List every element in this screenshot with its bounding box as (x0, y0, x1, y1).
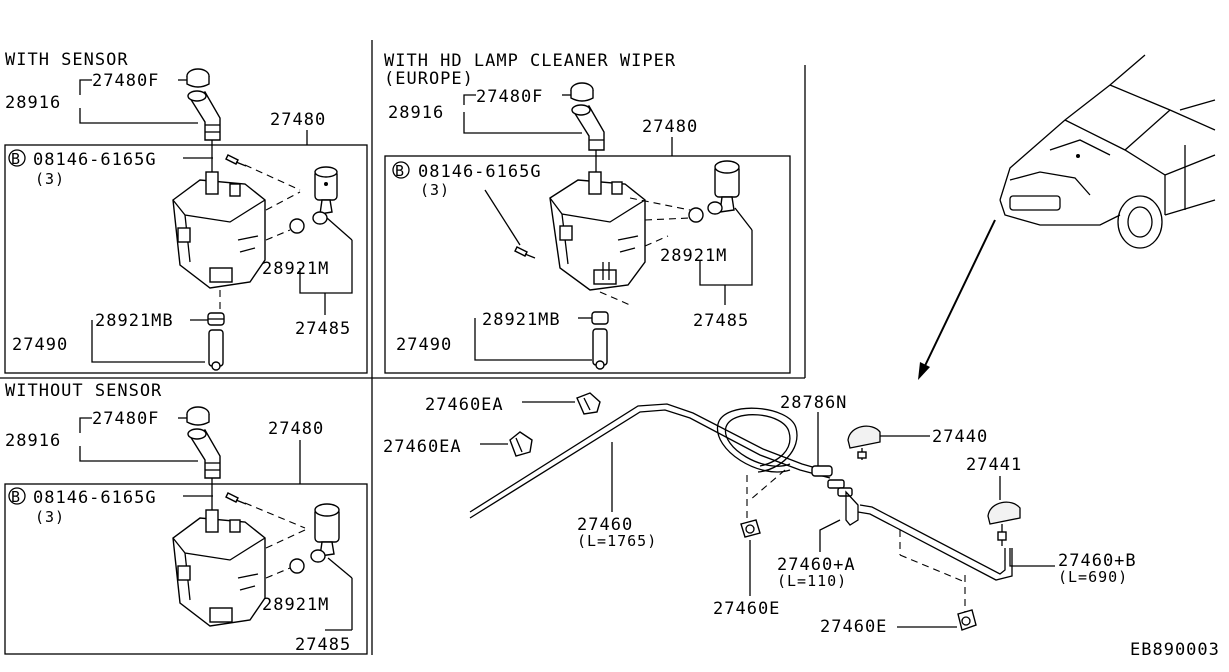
label-filler-neck: 28916 (5, 431, 61, 451)
label-pump: 27485 (693, 311, 749, 331)
washer-pump-icon (314, 503, 340, 557)
pump-grommet-icon (688, 201, 723, 223)
label-clip-e-right: 27460E (820, 617, 887, 637)
section-without-sensor: WITHOUT SENSOR 27480F 28916 27480 B 0814… (5, 381, 353, 655)
bolt-icon (225, 492, 247, 505)
filler-cap-icon (570, 82, 594, 102)
pump-grommet-icon (289, 211, 328, 234)
label-bolt-qty: (3) (420, 181, 450, 199)
label-bolt: 08146-6165G (418, 162, 542, 182)
label-grommet-sensor: 28921MB (95, 311, 174, 331)
svg-text:B: B (395, 162, 405, 180)
label-tank: 27480 (642, 117, 698, 137)
label-hose-clip-lower: 27460EA (383, 437, 462, 457)
label-nozzle-left: 27440 (932, 427, 988, 447)
label-level-sensor: 27490 (12, 335, 68, 355)
washer-tank-icon (172, 509, 266, 627)
label-pump: 27485 (295, 635, 351, 655)
bolt-marker-icon: B (8, 487, 26, 506)
label-grommet-pump: 28921M (660, 246, 727, 266)
label-hose-b-length: (L=690) (1058, 568, 1128, 586)
level-sensor-icon (592, 328, 608, 370)
level-sensor-icon (208, 329, 224, 371)
washer-tank-icon (172, 171, 266, 289)
sensor-grommet-icon (207, 312, 225, 326)
label-tank: 27480 (270, 110, 326, 130)
label-filler-cap: 27480F (92, 71, 159, 91)
label-hose-main: 27460 (577, 515, 633, 535)
section-title-with-sensor: WITH SENSOR (5, 50, 129, 70)
washer-pump-icon (314, 166, 338, 215)
bolt-marker-icon: B (392, 161, 410, 180)
bolt-icon (514, 246, 536, 259)
filler-cap-icon (186, 68, 210, 88)
joint-icon (811, 465, 853, 497)
label-bolt-qty: (3) (35, 170, 65, 188)
label-grommet-pump: 28921M (262, 259, 329, 279)
svg-text:B: B (11, 150, 21, 168)
clip-e-right-icon (957, 609, 977, 631)
section-with-sensor: WITH SENSOR 27480F 28916 27480 B 08146-6… (5, 50, 353, 371)
hose-clip-lower-icon (509, 431, 533, 457)
diagram-code: EB890003 (1130, 640, 1220, 660)
section-title-hd-lamp: WITH HD LAMP CLEANER WIPER (384, 51, 676, 71)
filler-neck-icon (571, 104, 605, 151)
bolt-marker-icon: B (8, 149, 26, 168)
label-nozzle-right: 27441 (966, 455, 1022, 475)
sensor-grommet-icon (591, 311, 609, 325)
svg-text:B: B (11, 488, 21, 506)
label-filler-neck: 28916 (388, 103, 444, 123)
label-filler-cap: 27480F (476, 87, 543, 107)
label-tank: 27480 (268, 419, 324, 439)
section-hd-lamp-cleaner: WITH HD LAMP CLEANER WIPER (EUROPE) 2748… (384, 51, 753, 370)
label-hose-b: 27460+B (1058, 551, 1137, 571)
label-hose-a: 27460+A (777, 555, 856, 575)
hose-clip-upper-icon (576, 392, 601, 415)
label-pump: 27485 (295, 319, 351, 339)
label-bolt-qty: (3) (35, 508, 65, 526)
label-hose-clip-upper: 27460EA (425, 395, 504, 415)
clip-e-left-icon (740, 519, 761, 538)
label-joint: 28786N (780, 393, 847, 413)
label-grommet-sensor: 28921MB (482, 310, 561, 330)
section-subtitle-europe: (EUROPE) (384, 69, 474, 89)
washer-pump-icon (714, 160, 740, 213)
label-grommet-pump: 28921M (262, 595, 329, 615)
washer-tank-icon (549, 171, 646, 291)
nozzle-left-icon (847, 425, 881, 460)
label-filler-neck: 28916 (5, 93, 61, 113)
label-level-sensor: 27490 (396, 335, 452, 355)
label-hose-a-length: (L=110) (777, 572, 847, 590)
arrow-icon (918, 219, 996, 380)
label-filler-cap: 27480F (92, 409, 159, 429)
hose-routing: 27460EA 27460EA 28786N 27440 27441 27460… (383, 392, 1220, 660)
label-bolt: 08146-6165G (33, 488, 157, 508)
label-bolt: 08146-6165G (33, 150, 157, 170)
filler-cap-icon (186, 406, 210, 426)
section-title-without-sensor: WITHOUT SENSOR (5, 381, 162, 401)
vehicle-illustration-icon (999, 54, 1216, 249)
section-dividers (0, 40, 806, 655)
label-hose-main-length: (L=1765) (577, 532, 657, 550)
filler-neck-icon (187, 428, 221, 479)
pump-grommet-icon (289, 549, 326, 574)
filler-neck-icon (187, 90, 221, 141)
nozzle-right-icon (987, 501, 1021, 546)
label-clip-e-left: 27460E (713, 599, 780, 619)
bolt-icon (225, 154, 247, 167)
